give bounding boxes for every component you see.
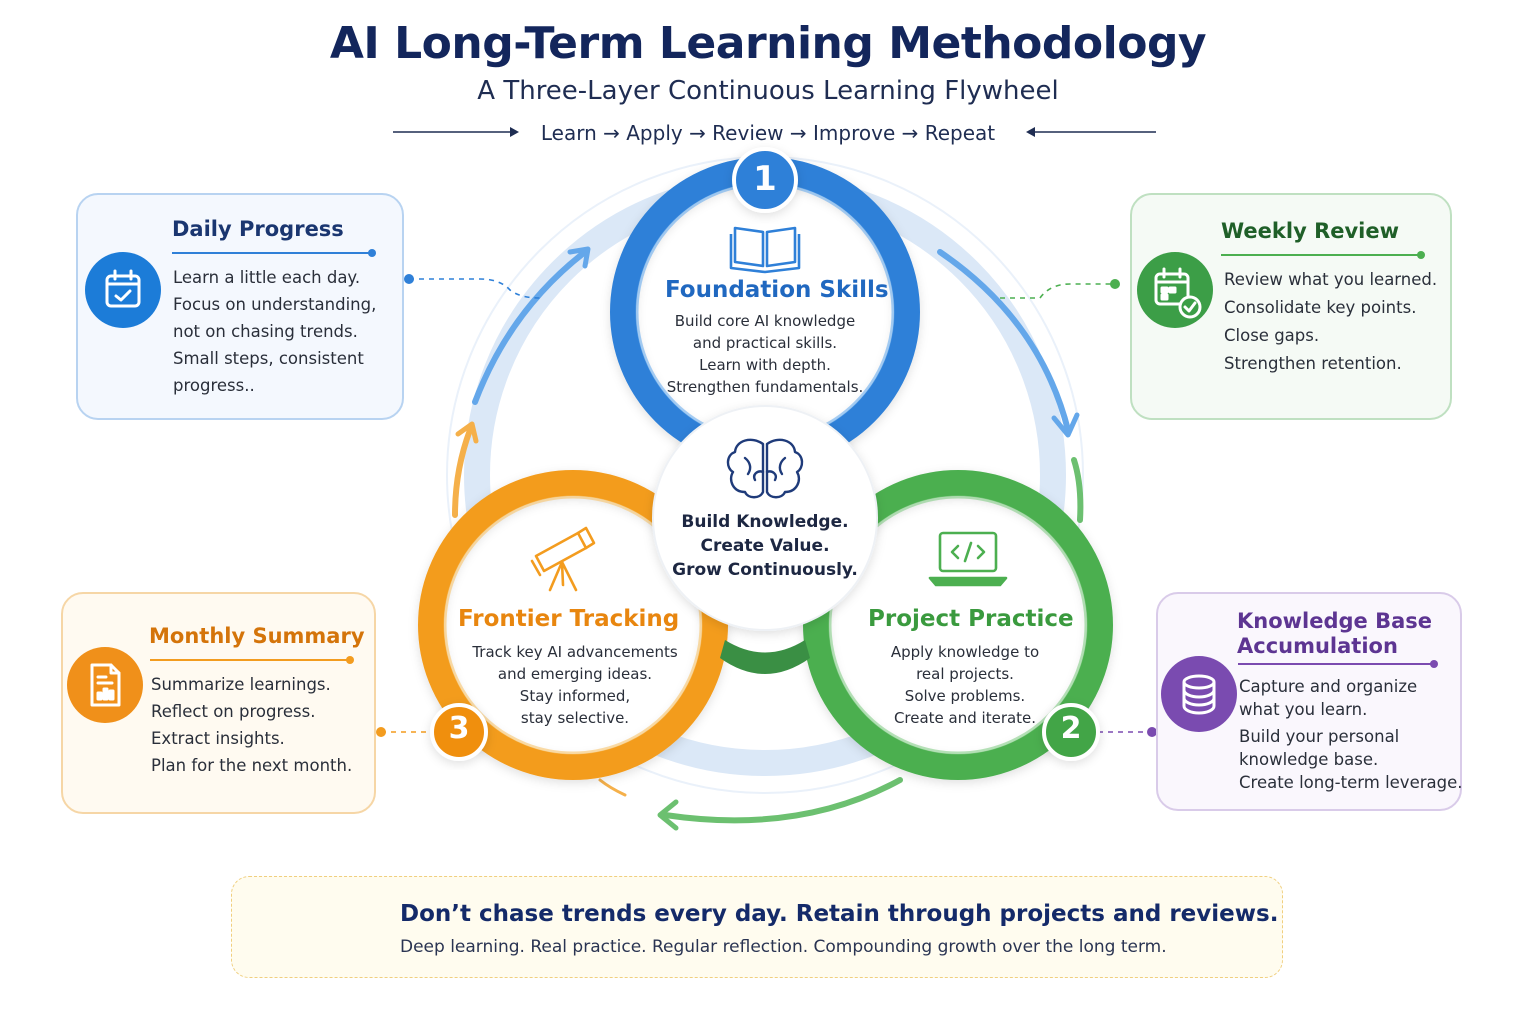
- card-knowledge-title: Knowledge Base Accumulation: [1237, 609, 1433, 658]
- layer-project-description: Apply knowledge to real projects. Solve …: [890, 643, 1040, 727]
- card-monthly-title: Monthly Summary: [149, 624, 365, 648]
- header-left-arrow: [393, 127, 519, 137]
- center-message: Build Knowledge. Create Value. Grow Cont…: [672, 512, 858, 580]
- calendar-grid-check-icon: [1137, 252, 1213, 328]
- card-monthly-rule: [150, 656, 354, 664]
- layer-foundation-title: Foundation Skills: [665, 277, 889, 303]
- header-right-arrow: [1026, 127, 1156, 137]
- calendar-check-icon: [85, 252, 161, 328]
- card-daily-title: Daily Progress: [172, 217, 344, 241]
- flow-arrow-orange: [452, 427, 473, 518]
- flow-arrow-blue-left: [472, 249, 588, 405]
- banner-subline: Deep learning. Real practice. Regular re…: [400, 937, 1167, 957]
- page-subtitle: A Three-Layer Continuous Learning Flywhe…: [477, 76, 1059, 106]
- open-book-icon: [729, 226, 801, 274]
- badge-1-circle: [732, 147, 798, 213]
- banner-headline: Don’t chase trends every day. Retain thr…: [400, 901, 1279, 927]
- center-hub: [652, 405, 878, 631]
- badge-2-number: 2: [1060, 711, 1082, 746]
- card-weekly-rule: [1221, 251, 1425, 259]
- brain-icon: [726, 438, 804, 499]
- card-weekly-title: Weekly Review: [1221, 219, 1400, 243]
- layer-frontier-description: Track key AI advancements and emerging i…: [472, 643, 678, 727]
- flow-arrow-green-bottom: [662, 777, 903, 824]
- cycle-steps: Learn → Apply → Review → Improve → Repea…: [540, 121, 996, 145]
- card-weekly-body: Review what you learned. Consolidate key…: [1224, 270, 1438, 373]
- card-daily-rule: [172, 249, 376, 257]
- database-icon: [1161, 656, 1237, 732]
- page-title: AI Long-Term Learning Methodology: [329, 18, 1207, 69]
- report-document-icon: [67, 647, 143, 723]
- laptop-code-icon: [928, 531, 1008, 587]
- card-knowledge-rule: [1238, 660, 1438, 668]
- flow-arrow-green-right: [1071, 457, 1084, 523]
- card-daily-body: Learn a little each day. Focus on unders…: [173, 268, 377, 395]
- telescope-icon: [530, 526, 596, 592]
- badge-2-circle: [1042, 703, 1100, 761]
- bottom-banner: [231, 876, 1283, 978]
- card-monthly-body: Summarize learnings. Reflect on progress…: [151, 675, 353, 775]
- flow-arrow-blue-right: [937, 249, 1071, 433]
- badge-1-number: 1: [753, 159, 777, 199]
- badge-3-circle: [430, 703, 488, 761]
- connector-weekly: [1000, 283, 1115, 299]
- layer-project-title: Project Practice: [868, 606, 1074, 632]
- layer-project-ring: [803, 470, 1113, 780]
- layer-frontier-title: Frontier Tracking: [458, 606, 680, 632]
- card-knowledge-body: Capture and organize what you learn. Bui…: [1239, 677, 1463, 792]
- badge-3-number: 3: [448, 711, 470, 746]
- layer-frontier-ring: [418, 470, 728, 780]
- connector-daily: [409, 278, 541, 299]
- layer-foundation-description: Build core AI knowledge and practical sk…: [666, 312, 864, 396]
